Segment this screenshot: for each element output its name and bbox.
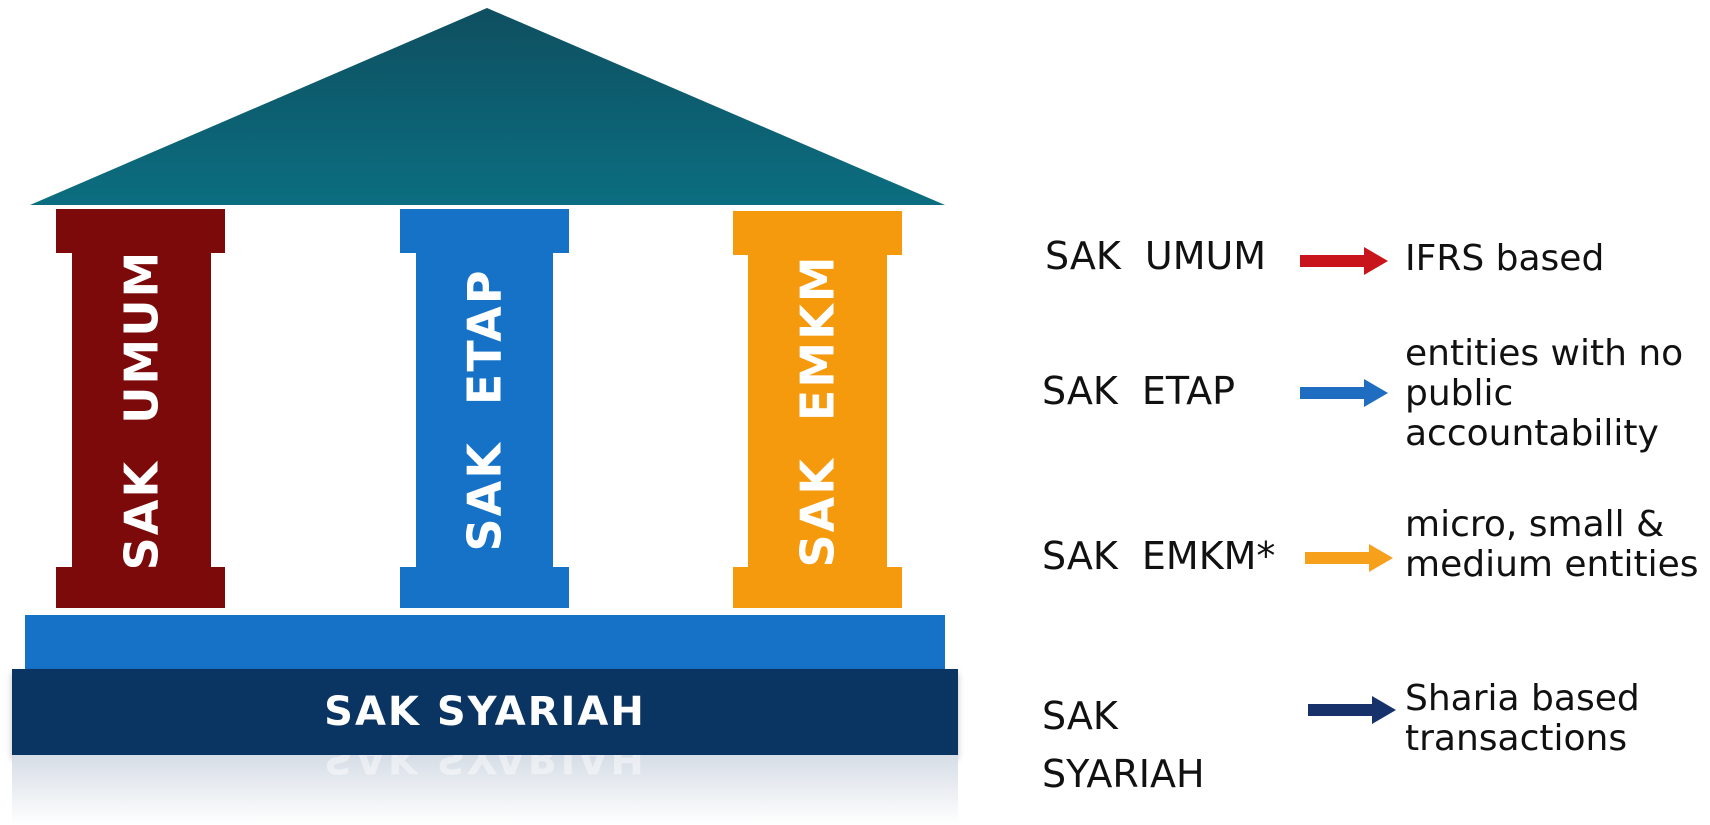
legend-desc-emkm: micro, small & medium entities (1405, 504, 1699, 585)
legend-desc-etap: entities with no public accountability (1405, 333, 1684, 454)
legend-name-syariah: SAK SYARIAH (1042, 694, 1205, 796)
pillar-umum-top-cap (56, 209, 225, 253)
pillar-umum-label: SAK UMUM (114, 249, 169, 571)
base-label: SAK SYARIAH (324, 689, 646, 735)
pillar-emkm: SAK EMKM (748, 254, 887, 568)
pillar-etap-label: SAK ETAP (457, 268, 512, 552)
base-foundation: SAK SYARIAH (12, 669, 958, 755)
pillar-emkm-top-cap (733, 211, 902, 255)
pillar-umum: SAK UMUM (72, 250, 211, 570)
pillar-etap-top-cap (400, 209, 569, 253)
legend-name-emkm: SAK EMKM* (1042, 534, 1276, 578)
legend-name-umum: SAK UMUM (1045, 234, 1267, 278)
pillar-etap-bottom-cap (400, 567, 569, 608)
arrow-syariah-icon (1308, 696, 1396, 724)
base-reflection: SAK SYARIAH (12, 755, 958, 825)
pillar-umum-bottom-cap (56, 567, 225, 608)
legend-desc-umum: IFRS based (1405, 238, 1605, 279)
arrow-umum-icon (1300, 247, 1388, 275)
base-upper-step (25, 615, 945, 671)
legend-desc-syariah: Sharia based transactions (1405, 678, 1640, 759)
arrow-etap-icon (1300, 379, 1388, 407)
base-reflection-label: SAK SYARIAH (324, 755, 646, 781)
legend-name-etap: SAK ETAP (1042, 369, 1236, 413)
pillar-emkm-bottom-cap (733, 567, 902, 608)
pillar-etap: SAK ETAP (416, 253, 553, 567)
pillar-emkm-label: SAK EMKM (790, 254, 845, 568)
roof (30, 8, 945, 205)
arrow-emkm-icon (1305, 544, 1393, 572)
